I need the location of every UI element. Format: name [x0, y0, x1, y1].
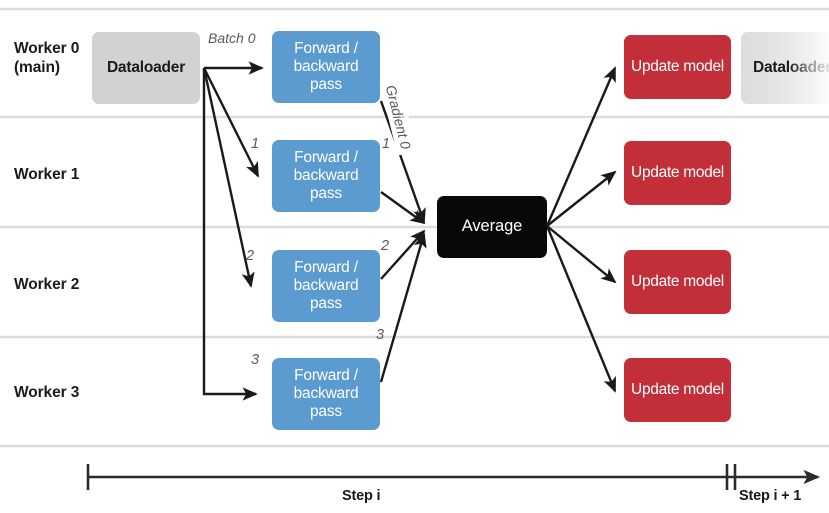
batch-edges [202, 61, 264, 401]
node-update-model-worker-2[interactable]: Update model [624, 250, 731, 314]
edge-label-gradient-2: 2 [381, 238, 390, 254]
node-update-model-label: Update model [631, 381, 724, 399]
forward-pass-text: Forward / backward pass [278, 149, 374, 203]
node-forward-backward-pass-worker-3[interactable]: Forward / backward pass [272, 358, 380, 430]
broadcast-edges [545, 66, 617, 393]
node-dataloader-label: Dataloader [106, 59, 186, 77]
axis-caption-step-i-plus-1: Step i + 1 [739, 488, 802, 504]
forward-pass-line-1: Forward / [294, 367, 358, 385]
forward-pass-line-2: backward pass [293, 167, 359, 202]
forward-pass-line-1: Forward / [294, 40, 358, 58]
row-label-worker-0: Worker 0 (main) [14, 40, 80, 76]
node-forward-backward-pass-worker-0[interactable]: Forward / backward pass [272, 31, 380, 103]
row-label-worker-1: Worker 1 [14, 166, 80, 183]
node-dataloader-next-label: Dataloader [753, 59, 829, 77]
node-update-model-worker-1[interactable]: Update model [624, 141, 731, 205]
forward-pass-line-2: backward pass [293, 277, 359, 312]
edge-label-batch-2: 2 [246, 248, 255, 264]
forward-pass-text: Forward / backward pass [278, 367, 374, 421]
node-dataloader-next-step[interactable]: Dataloader [741, 32, 829, 104]
edge-label-gradient-3: 3 [376, 327, 385, 343]
node-update-model-label: Update model [631, 58, 724, 76]
node-update-model-label: Update model [631, 164, 724, 182]
edge-label-gradient-1: 1 [382, 136, 391, 152]
row-label-worker-3: Worker 3 [14, 384, 80, 401]
edge-label-batch-1: 1 [251, 136, 260, 152]
edge-label-batch-0: Batch 0 [208, 30, 256, 46]
node-average[interactable]: Average [437, 196, 547, 258]
row-label-worker-2: Worker 2 [14, 276, 80, 293]
forward-pass-line-2: backward pass [293, 58, 359, 93]
node-update-model-worker-3[interactable]: Update model [624, 358, 731, 422]
node-dataloader[interactable]: Dataloader [92, 32, 200, 104]
node-forward-backward-pass-worker-2[interactable]: Forward / backward pass [272, 250, 380, 322]
edge-label-batch-3: 3 [251, 352, 260, 368]
axis-caption-step-i: Step i [342, 488, 381, 504]
forward-pass-text: Forward / backward pass [278, 259, 374, 313]
node-update-model-worker-0[interactable]: Update model [624, 35, 731, 99]
node-forward-backward-pass-worker-1[interactable]: Forward / backward pass [272, 140, 380, 212]
forward-pass-line-2: backward pass [293, 385, 359, 420]
node-update-model-label: Update model [631, 273, 724, 291]
forward-pass-line-1: Forward / [294, 259, 358, 277]
timeline-axis [86, 464, 821, 490]
node-average-label: Average [461, 217, 523, 236]
forward-pass-text: Forward / backward pass [278, 40, 374, 94]
forward-pass-line-1: Forward / [294, 149, 358, 167]
